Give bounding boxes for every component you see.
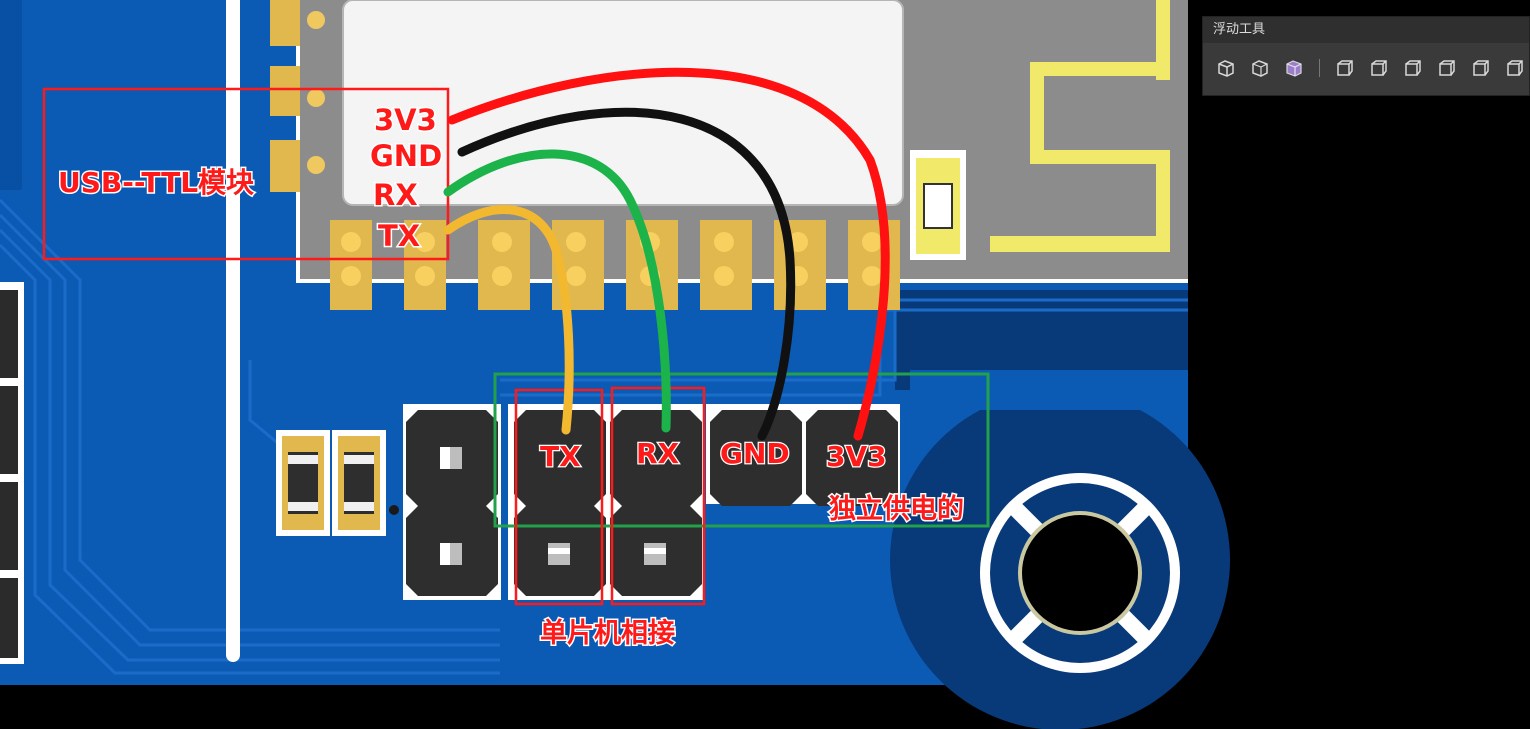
floating-tools-bar xyxy=(1213,55,1528,81)
wire-3v3 xyxy=(447,67,890,441)
pin-tx-label: TX xyxy=(378,219,420,253)
view-right-icon[interactable] xyxy=(1434,55,1460,81)
canvas-background xyxy=(1188,0,1530,729)
view-top-icon[interactable] xyxy=(1468,55,1494,81)
mcu-connect-label: 单片机相接 xyxy=(540,618,675,649)
view-back-icon[interactable] xyxy=(1366,55,1392,81)
mcu-rx-box xyxy=(610,386,706,606)
independent-power-label: 独立供电的 xyxy=(829,493,964,525)
wire-gnd xyxy=(457,107,796,441)
header-3v3-label: 3V3 xyxy=(826,440,887,473)
wire-rx xyxy=(443,149,671,433)
copper-pour xyxy=(0,0,22,190)
independent-power-box xyxy=(493,372,990,528)
mounting-hole xyxy=(980,473,1180,673)
mcu-tx-box xyxy=(514,388,604,606)
header-tx-label: TX xyxy=(540,440,581,473)
usb-ttl-box xyxy=(42,87,450,261)
pin-3v3-label: 3V3 xyxy=(374,103,437,137)
pin-headers xyxy=(403,404,900,600)
view-front-icon[interactable] xyxy=(1332,55,1358,81)
view-cube-shaded-icon[interactable] xyxy=(1281,55,1307,81)
pin-rx-label: RX xyxy=(373,178,418,212)
pin-gnd-label: GND xyxy=(370,139,442,173)
module-bottom-pads xyxy=(330,220,900,310)
rf-shield-can xyxy=(342,0,904,206)
view-bottom-icon[interactable] xyxy=(1502,55,1528,81)
smd-resistors xyxy=(276,430,399,536)
floating-tools-panel[interactable]: 浮动工具 xyxy=(1202,16,1530,96)
header-rx-label: RX xyxy=(636,437,680,470)
wire-tx xyxy=(443,205,574,435)
usb-ttl-label: USB--TTL模块 xyxy=(58,166,254,199)
floating-tools-title[interactable]: 浮动工具 xyxy=(1203,17,1529,43)
copper-pour xyxy=(910,370,1188,410)
header-gnd-label: GND xyxy=(720,437,790,470)
jumper-wires xyxy=(443,67,890,441)
view-cube-wire-icon[interactable] xyxy=(1247,55,1273,81)
toolbar-separator xyxy=(1319,59,1320,77)
left-header-connector xyxy=(0,282,24,664)
view-left-icon[interactable] xyxy=(1400,55,1426,81)
view-cube-solid-icon[interactable] xyxy=(1213,55,1239,81)
led-component xyxy=(923,183,953,229)
